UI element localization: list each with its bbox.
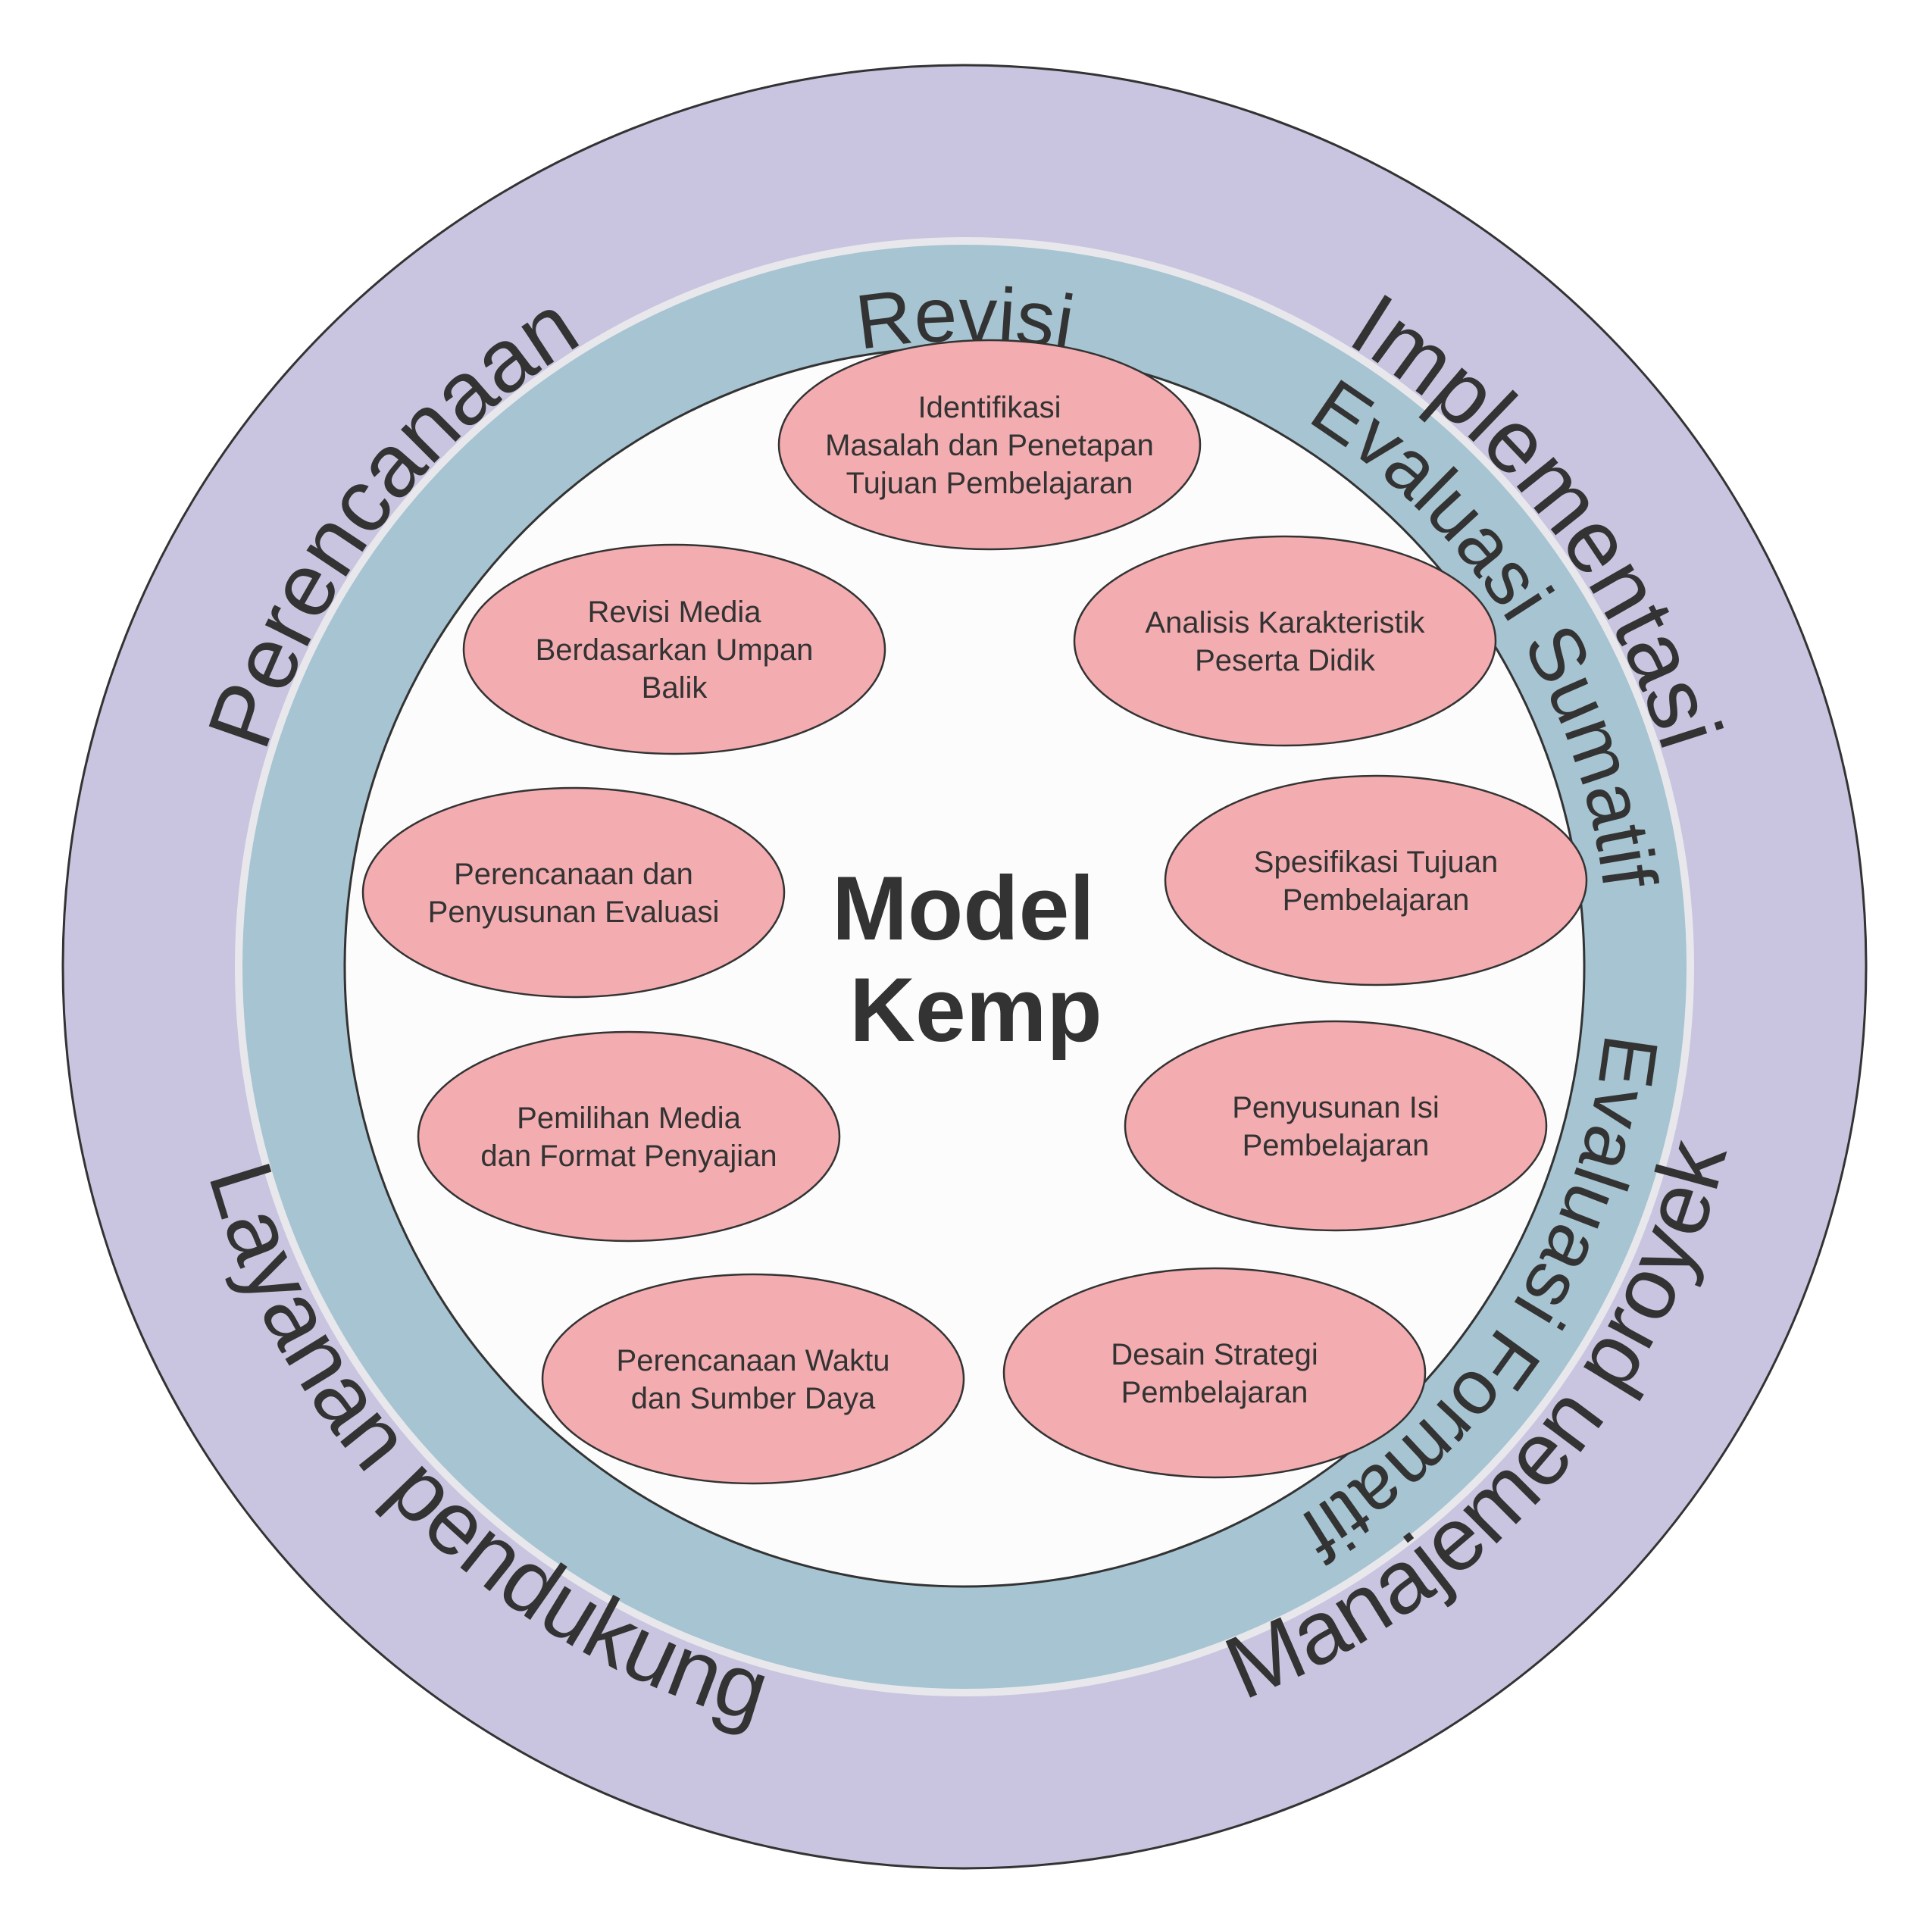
step-label-line: Penyusunan Evaluasi	[428, 896, 720, 929]
step-label-line: Identifikasi	[918, 391, 1061, 424]
step-label-line: Peserta Didik	[1195, 644, 1376, 677]
step-label-line: Pembelajaran	[1283, 883, 1470, 917]
step-label-line: Revisi Media	[588, 596, 762, 629]
step-label-line: Tujuan Pembelajaran	[846, 467, 1133, 500]
step-label-line: Pembelajaran	[1121, 1376, 1308, 1409]
center-title: Model Kemp	[832, 858, 1120, 1061]
step-label-line: Penyusunan Isi	[1232, 1091, 1440, 1124]
step-oval-perencanaan-waktu: Perencanaan Waktu dan Sumber Daya	[541, 1273, 965, 1485]
center-title-line2: Kemp	[849, 959, 1102, 1061]
step-label-line: Berdasarkan Umpan	[536, 633, 814, 667]
step-label-line: Balik	[642, 671, 708, 705]
step-label-line: Masalah dan Penetapan	[825, 429, 1154, 462]
step-label-line: Perencanaan Waktu	[617, 1344, 890, 1377]
center-title-line1: Model	[832, 858, 1095, 959]
step-label-line: dan Format Penyajian	[480, 1140, 777, 1173]
step-label-line: dan Sumber Daya	[631, 1382, 876, 1415]
step-label-line: Pemilihan Media	[517, 1102, 741, 1135]
step-label-line: Pembelajaran	[1243, 1129, 1430, 1162]
step-oval-pemilihan-media: Pemilihan Media dan Format Penyajian	[417, 1030, 841, 1243]
step-label-line: Perencanaan dan	[454, 858, 693, 891]
step-label-line: Desain Strategi	[1111, 1338, 1318, 1371]
step-label-line: Analisis Karakteristik	[1145, 606, 1425, 639]
step-label-line: Spesifikasi Tujuan	[1254, 846, 1498, 879]
